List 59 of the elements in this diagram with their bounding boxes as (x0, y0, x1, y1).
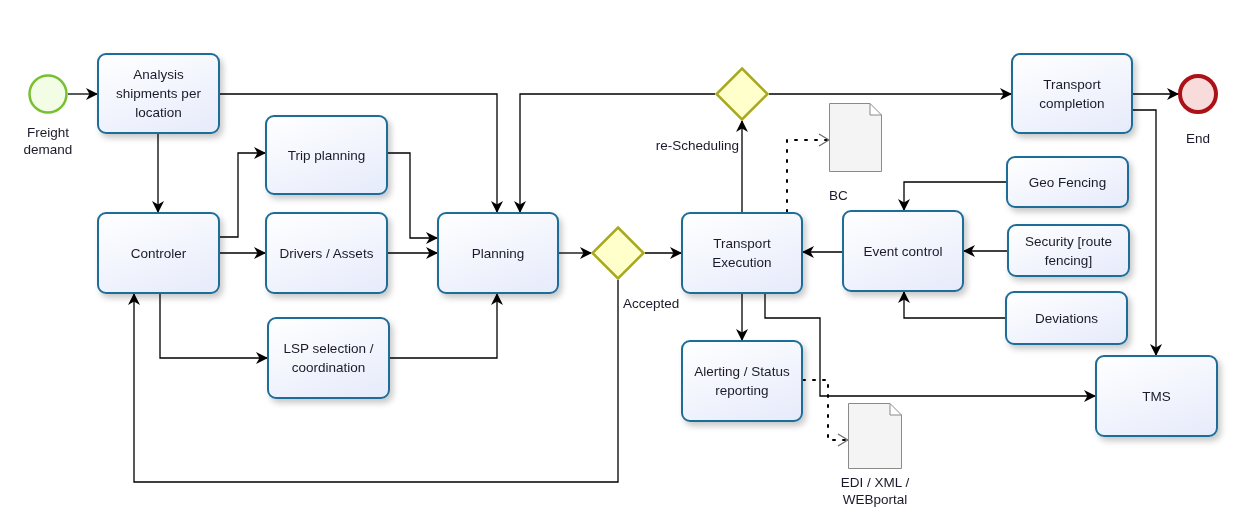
task-box (842, 210, 964, 292)
task-box (1005, 291, 1128, 345)
sequence-arrow (898, 181, 1007, 211)
sequence-arrow (558, 247, 592, 259)
sequence-arrow (159, 293, 268, 364)
sequence-arrow (802, 246, 843, 258)
shape-label: EDI / XML / WEBportal (839, 474, 911, 508)
task-label: Transport Execution (711, 235, 773, 272)
shape-label: BC (829, 187, 849, 204)
task-box (681, 212, 803, 294)
task-box (97, 53, 220, 134)
sequence-arrow (387, 247, 438, 259)
sequence-arrow (389, 293, 503, 359)
task-label: Deviations (1035, 309, 1098, 328)
sequence-arrow (1132, 109, 1162, 356)
sequence-arrow (1132, 88, 1179, 100)
task-label: Alerting / Status reporting (693, 363, 791, 400)
sequence-arrow (736, 120, 748, 213)
task-box (97, 212, 220, 294)
sequence-arrow (128, 279, 619, 483)
sequence-arrow (219, 93, 503, 213)
task-box (1007, 224, 1130, 277)
sequence-arrow (514, 93, 716, 213)
sequence-arrow (898, 291, 1006, 319)
shape-label: End (1185, 130, 1211, 147)
sequence-arrow (736, 293, 748, 341)
sequence-arrow (963, 245, 1008, 257)
sequence-arrow (644, 247, 682, 259)
task-label: Planning (471, 244, 525, 263)
task-box (1095, 355, 1218, 437)
task-box (265, 115, 388, 195)
task-box (681, 340, 803, 422)
task-label: Controler (130, 244, 187, 263)
task-label: Transport completion (1038, 75, 1106, 113)
task-box (1006, 156, 1129, 208)
sequence-arrow (219, 147, 266, 238)
association-arrow (786, 133, 830, 213)
task-box (437, 212, 559, 294)
task-label: TMS (1142, 387, 1171, 406)
shape-label: Freight demand (22, 124, 74, 158)
sequence-arrow (219, 247, 266, 259)
sequence-arrow (387, 152, 438, 244)
task-box (265, 212, 388, 294)
association-arrow (802, 379, 849, 447)
task-label: LSP selection / coordination (282, 340, 375, 377)
task-label: Event control (863, 242, 943, 261)
shape-label: Accepted (623, 295, 681, 312)
task-label: Trip planning (287, 146, 366, 165)
task-box (1011, 53, 1133, 134)
task-label: Geo Fencing (1028, 173, 1107, 192)
task-label: Security [route fencing] (1023, 232, 1113, 270)
sequence-arrow (764, 293, 1096, 402)
sequence-arrow (152, 133, 164, 213)
task-label: Analysis shipments per location (115, 66, 202, 122)
task-label: Drivers / Assets (279, 244, 374, 263)
sequence-arrow (67, 88, 98, 100)
sequence-arrow (768, 88, 1012, 100)
shape-label: re-Scheduling (654, 137, 739, 154)
task-box (267, 317, 390, 399)
